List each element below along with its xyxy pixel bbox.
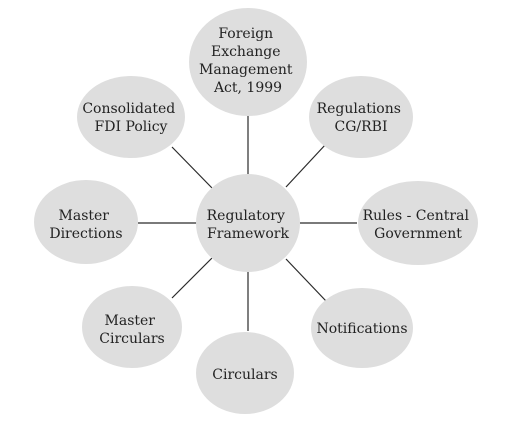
node-regulations: Regulations CG/RBI bbox=[309, 76, 413, 158]
node-regulations-label: Regulations CG/RBI bbox=[317, 101, 406, 135]
node-fdi-policy-label: Consolidated FDI Policy bbox=[82, 101, 179, 135]
node-rules-label: Rules - Central Government bbox=[363, 208, 474, 242]
node-fema-label: Foreign Exchange Management Act, 1999 bbox=[199, 26, 297, 96]
node-rules: Rules - Central Government bbox=[358, 181, 478, 265]
connectors bbox=[138, 110, 357, 331]
connector-regs bbox=[285, 143, 327, 188]
connector-mcirc bbox=[171, 257, 213, 299]
node-master-directions: Master Directions bbox=[34, 180, 138, 264]
connector-notif bbox=[285, 258, 327, 302]
connector-fdi bbox=[171, 146, 213, 189]
node-notifications-label: Notifications bbox=[316, 321, 407, 337]
node-circulars-label: Circulars bbox=[212, 367, 277, 383]
node-master-directions-label: Master Directions bbox=[49, 208, 122, 242]
node-fdi-policy: Consolidated FDI Policy bbox=[77, 76, 185, 158]
node-center-label: Regulatory Framework bbox=[207, 208, 290, 242]
node-circulars: Circulars bbox=[196, 332, 294, 414]
node-master-circulars-label: Master Circulars bbox=[99, 313, 164, 347]
node-notifications: Notifications bbox=[311, 288, 413, 368]
node-fema: Foreign Exchange Management Act, 1999 bbox=[189, 8, 307, 116]
node-master-circulars: Master Circulars bbox=[82, 286, 182, 368]
node-center: Regulatory Framework bbox=[196, 174, 300, 272]
